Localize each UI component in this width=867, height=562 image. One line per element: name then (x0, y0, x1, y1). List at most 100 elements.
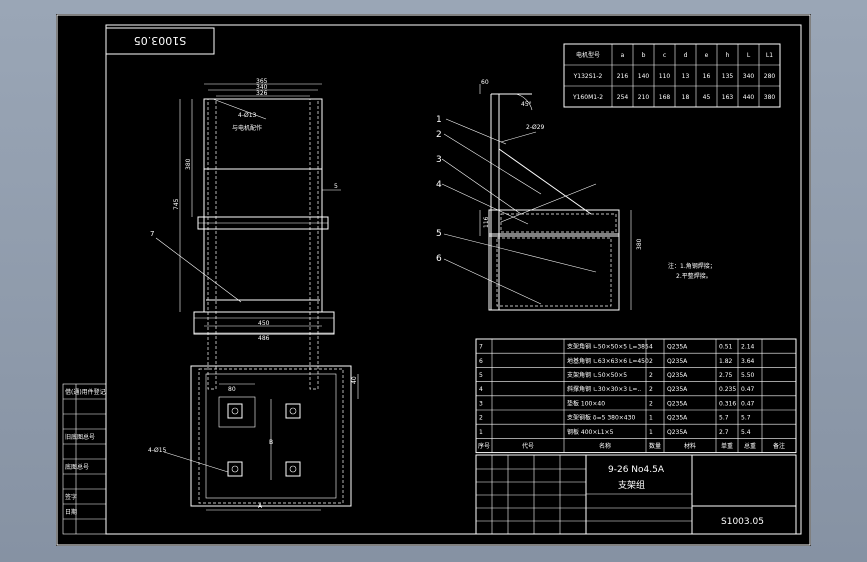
motor-header-cell: L (747, 52, 751, 59)
parts-cell-name: 支架角钢 ∟50×50×5 L=385 (567, 343, 649, 351)
plan-view: 80 B A 4-Ø15 40 (148, 365, 359, 511)
motor-cell: 110 (659, 73, 671, 80)
parts-cell-w2: 0.47 (741, 386, 755, 393)
dim-A: A (258, 503, 263, 510)
dim-5: 5 (334, 183, 338, 190)
title-line-1: 9-26 No4.5A (608, 465, 665, 475)
motor-header-cell: a (621, 52, 625, 59)
dim-450: 450 (258, 320, 270, 327)
parts-cell-qty: 2 (649, 372, 653, 379)
dim-hole-plan: 4-Ø15 (148, 447, 167, 454)
callout-6: 6 (436, 254, 442, 264)
note-1: 注：1.角钢焊接； (668, 262, 716, 270)
motor-cell: 168 (659, 94, 671, 101)
motor-cell: 216 (617, 73, 629, 80)
parts-cell-material: Q235A (667, 400, 688, 407)
motor-header-cell: h (726, 52, 730, 59)
parts-cell-name: 钢板 400×L1×5 (567, 428, 614, 436)
parts-cell-w1: 1.82 (719, 358, 733, 365)
motor-cell: 254 (617, 94, 629, 101)
dim-40: 40 (351, 376, 358, 384)
parts-cell-qty: 4 (649, 344, 653, 351)
motor-cell: 140 (638, 73, 650, 80)
callout-3: 3 (436, 155, 442, 165)
parts-cell-w1: 2.7 (719, 429, 729, 436)
motor-header-cell: e (705, 52, 709, 59)
dim-B: B (269, 439, 273, 446)
dim-365: 365 (256, 78, 268, 85)
parts-cell-no: 5 (479, 372, 483, 379)
parts-cell-w2: 5.7 (741, 415, 751, 422)
strip-label-6: 签字 (65, 493, 77, 501)
parts-cell-w2: 5.50 (741, 372, 755, 379)
parts-cell-name: 支架钢板 δ=5 380×430 (567, 414, 635, 422)
dim-745: 745 (173, 198, 180, 210)
parts-header-cell: 数量 (649, 442, 661, 450)
dim-116: 116 (483, 216, 490, 228)
dim-340: 340 (256, 84, 268, 91)
parts-cell-no: 7 (479, 344, 483, 351)
callout-1: 1 (436, 115, 442, 125)
callout-5: 5 (436, 229, 442, 239)
drawing-number-rotated: S1003.05 (134, 34, 186, 47)
left-registration-strip: 借(通)用件登记 旧底图总号 底图总号 签字 日期 (62, 383, 107, 535)
motor-cell: 45 (703, 94, 711, 101)
parts-header-cell: 单重 (721, 442, 733, 450)
parts-cell-w2: 3.64 (741, 358, 755, 365)
motor-cell: 135 (722, 73, 734, 80)
dim-hole-note: 与电机配作 (232, 124, 262, 132)
parts-cell-w2: 2.14 (741, 344, 755, 351)
drawing-number-box (105, 27, 215, 55)
dim-326: 326 (256, 90, 268, 97)
parts-cell-w1: 0.235 (719, 386, 736, 393)
motor-header-cell: L1 (766, 52, 773, 59)
motor-cell: 210 (638, 94, 650, 101)
title-block: 9-26 No4.5A 支架组 S1003.05 (475, 454, 797, 535)
inner-frame (105, 24, 802, 535)
parts-cell-name: 地基角钢 ∟63×63×6 L=450 (567, 357, 649, 365)
parts-cell-qty: 1 (649, 429, 653, 436)
parts-header-cell: 名称 (599, 442, 611, 450)
motor-header-cell: d (684, 52, 688, 59)
dim-80: 80 (228, 386, 236, 393)
side-view: 60 45° 2-Ø29 116 380 1 2 3 4 5 6 (436, 79, 643, 311)
parts-cell-material: Q235A (667, 386, 688, 393)
parts-cell-material: Q235A (667, 372, 688, 379)
parts-cell-material: Q235A (667, 344, 688, 351)
motor-cell: 340 (743, 73, 755, 80)
motor-cell: 16 (703, 73, 711, 80)
parts-cell-w2: 5.4 (741, 429, 751, 436)
parts-cell-name: 斜撑角钢 ∟30×30×3 L=.. (567, 385, 641, 393)
motor-cell: Y160M1-2 (572, 94, 603, 101)
strip-label-3: 旧底图总号 (65, 433, 95, 441)
motor-cell: 440 (743, 94, 755, 101)
parts-cell-qty: 1 (649, 415, 653, 422)
dim-486: 486 (258, 335, 270, 342)
motor-cell: 280 (764, 73, 776, 80)
dim-380-front: 380 (185, 158, 192, 170)
parts-cell-no: 1 (479, 429, 483, 436)
parts-cell-qty: 2 (649, 358, 653, 365)
parts-cell-w1: 0.316 (719, 400, 736, 407)
parts-cell-w1: 5.7 (719, 415, 729, 422)
parts-cell-material: Q235A (667, 429, 688, 436)
front-view: 365 340 326 4-Ø13 与电机配作 380 745 5 450 48… (150, 78, 341, 390)
motor-cell: 13 (682, 73, 690, 80)
drawing-sheet: S1003.05 借(通)用件登记 旧底图总号 底图总号 签字 日期 (56, 14, 811, 546)
parts-cell-w1: 2.75 (719, 372, 733, 379)
dim-60: 60 (481, 79, 489, 86)
note-2: 2.平整焊接。 (676, 272, 712, 280)
parts-cell-name: 支架角钢 ∟50×50×5 (567, 371, 627, 379)
motor-cell: Y132S1-2 (573, 73, 603, 80)
title-drawing-number: S1003.05 (721, 517, 764, 527)
parts-cell-w1: 0.51 (719, 344, 733, 351)
motor-header-cell: 电机型号 (576, 51, 600, 59)
parts-cell-qty: 2 (649, 400, 653, 407)
dim-hole-side: 2-Ø29 (526, 124, 545, 131)
motor-cell: 163 (722, 94, 734, 101)
strip-label-5: 底图总号 (65, 463, 89, 471)
dim-45deg: 45° (521, 101, 532, 108)
parts-cell-material: Q235A (667, 415, 688, 422)
